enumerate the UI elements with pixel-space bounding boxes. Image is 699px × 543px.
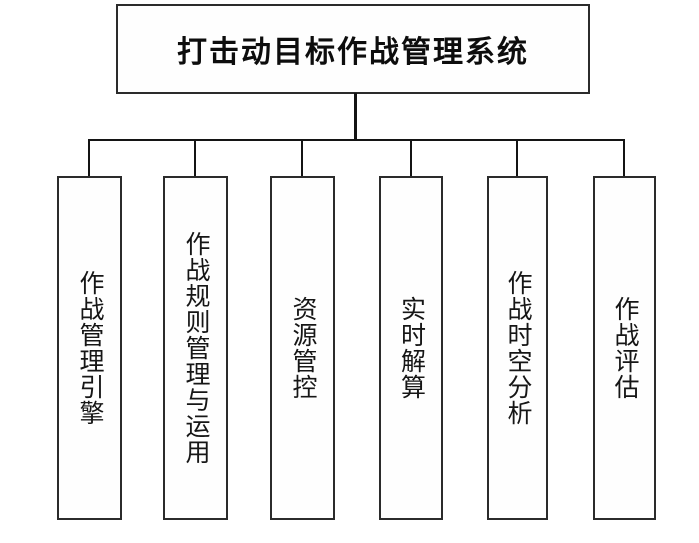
child-node-label: 实时解算 bbox=[397, 296, 426, 400]
connector-drop bbox=[194, 140, 196, 177]
child-node-combat-management-engine: 作战管理引擎 bbox=[57, 176, 122, 520]
child-node-label: 作战管理引擎 bbox=[76, 270, 104, 426]
child-node-label: 作战评估 bbox=[611, 296, 639, 400]
child-node-label: 作战规则管理与运用 bbox=[182, 231, 210, 465]
child-node-resource-control: 资源管控 bbox=[270, 176, 335, 520]
connector-stem bbox=[354, 93, 357, 140]
child-node-combat-rules-management: 作战规则管理与运用 bbox=[163, 176, 228, 520]
connector-drop bbox=[301, 140, 303, 177]
connector-horizontal bbox=[88, 139, 625, 141]
root-node-label: 打击动目标作战管理系统 bbox=[177, 36, 529, 69]
child-node-combat-assessment: 作战评估 bbox=[593, 176, 656, 520]
child-node-realtime-computation: 实时解算 bbox=[379, 176, 443, 520]
connector-drop bbox=[623, 140, 625, 177]
child-node-label: 资源管控 bbox=[289, 296, 317, 400]
connector-drop bbox=[88, 140, 90, 177]
child-node-spatiotemporal-analysis: 作战时空分析 bbox=[487, 176, 548, 520]
root-node: 打击动目标作战管理系统 bbox=[116, 4, 590, 94]
connector-drop bbox=[516, 140, 518, 177]
child-node-label: 作战时空分析 bbox=[504, 270, 532, 426]
connector-drop bbox=[410, 140, 412, 177]
